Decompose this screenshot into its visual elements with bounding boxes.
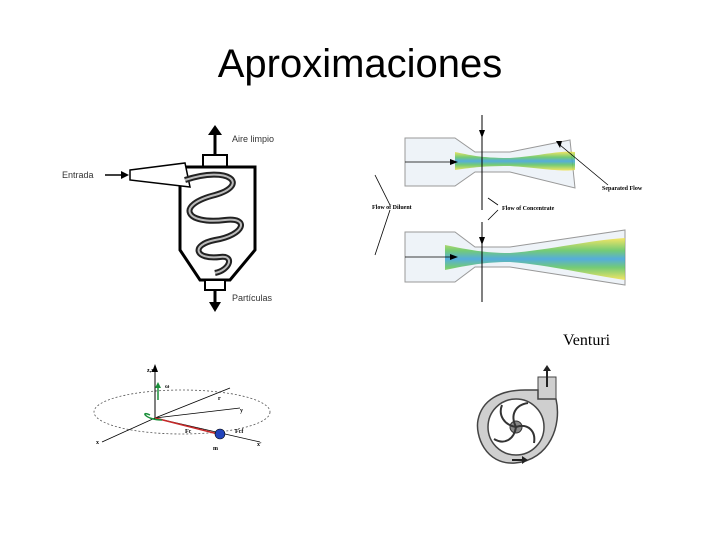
label-clean-air: Aire limpio (232, 134, 274, 144)
venturi-bottom (405, 222, 625, 302)
label-inlet: Entrada (62, 170, 94, 180)
label-z-axis: z,z' (147, 368, 156, 374)
label-particles: Partículas (232, 293, 273, 303)
label-separated-flow: Separated Flow (602, 186, 643, 192)
label-omega: ω (165, 384, 170, 390)
mass-point (215, 429, 225, 439)
cyclone-diagram: Aire limpio Entrada Partículas (55, 125, 290, 315)
label-fcf: Fcf (235, 429, 244, 435)
label-r: r (218, 396, 221, 402)
label-m: m (213, 446, 218, 452)
venturi-diagram: Separated Flow Flow of Diluent Flow of C… (370, 110, 660, 305)
label-x-prime: x' (257, 442, 262, 448)
slide-title: Aproximaciones (0, 42, 720, 87)
venturi-top (405, 115, 575, 210)
label-flow-of-diluent: Flow of Diluent (372, 205, 412, 211)
venturi-caption: Venturi (563, 332, 610, 350)
label-x: x (96, 440, 99, 446)
label-fc: Fc (185, 429, 192, 435)
rotating-frame-diagram: z,z' ω r y x x' Fc Fcf m (90, 360, 280, 460)
centrifugal-pump-diagram (470, 365, 570, 470)
label-flow-of-concentrate: Flow of Concentrate (502, 206, 555, 212)
label-y: y (240, 408, 243, 414)
